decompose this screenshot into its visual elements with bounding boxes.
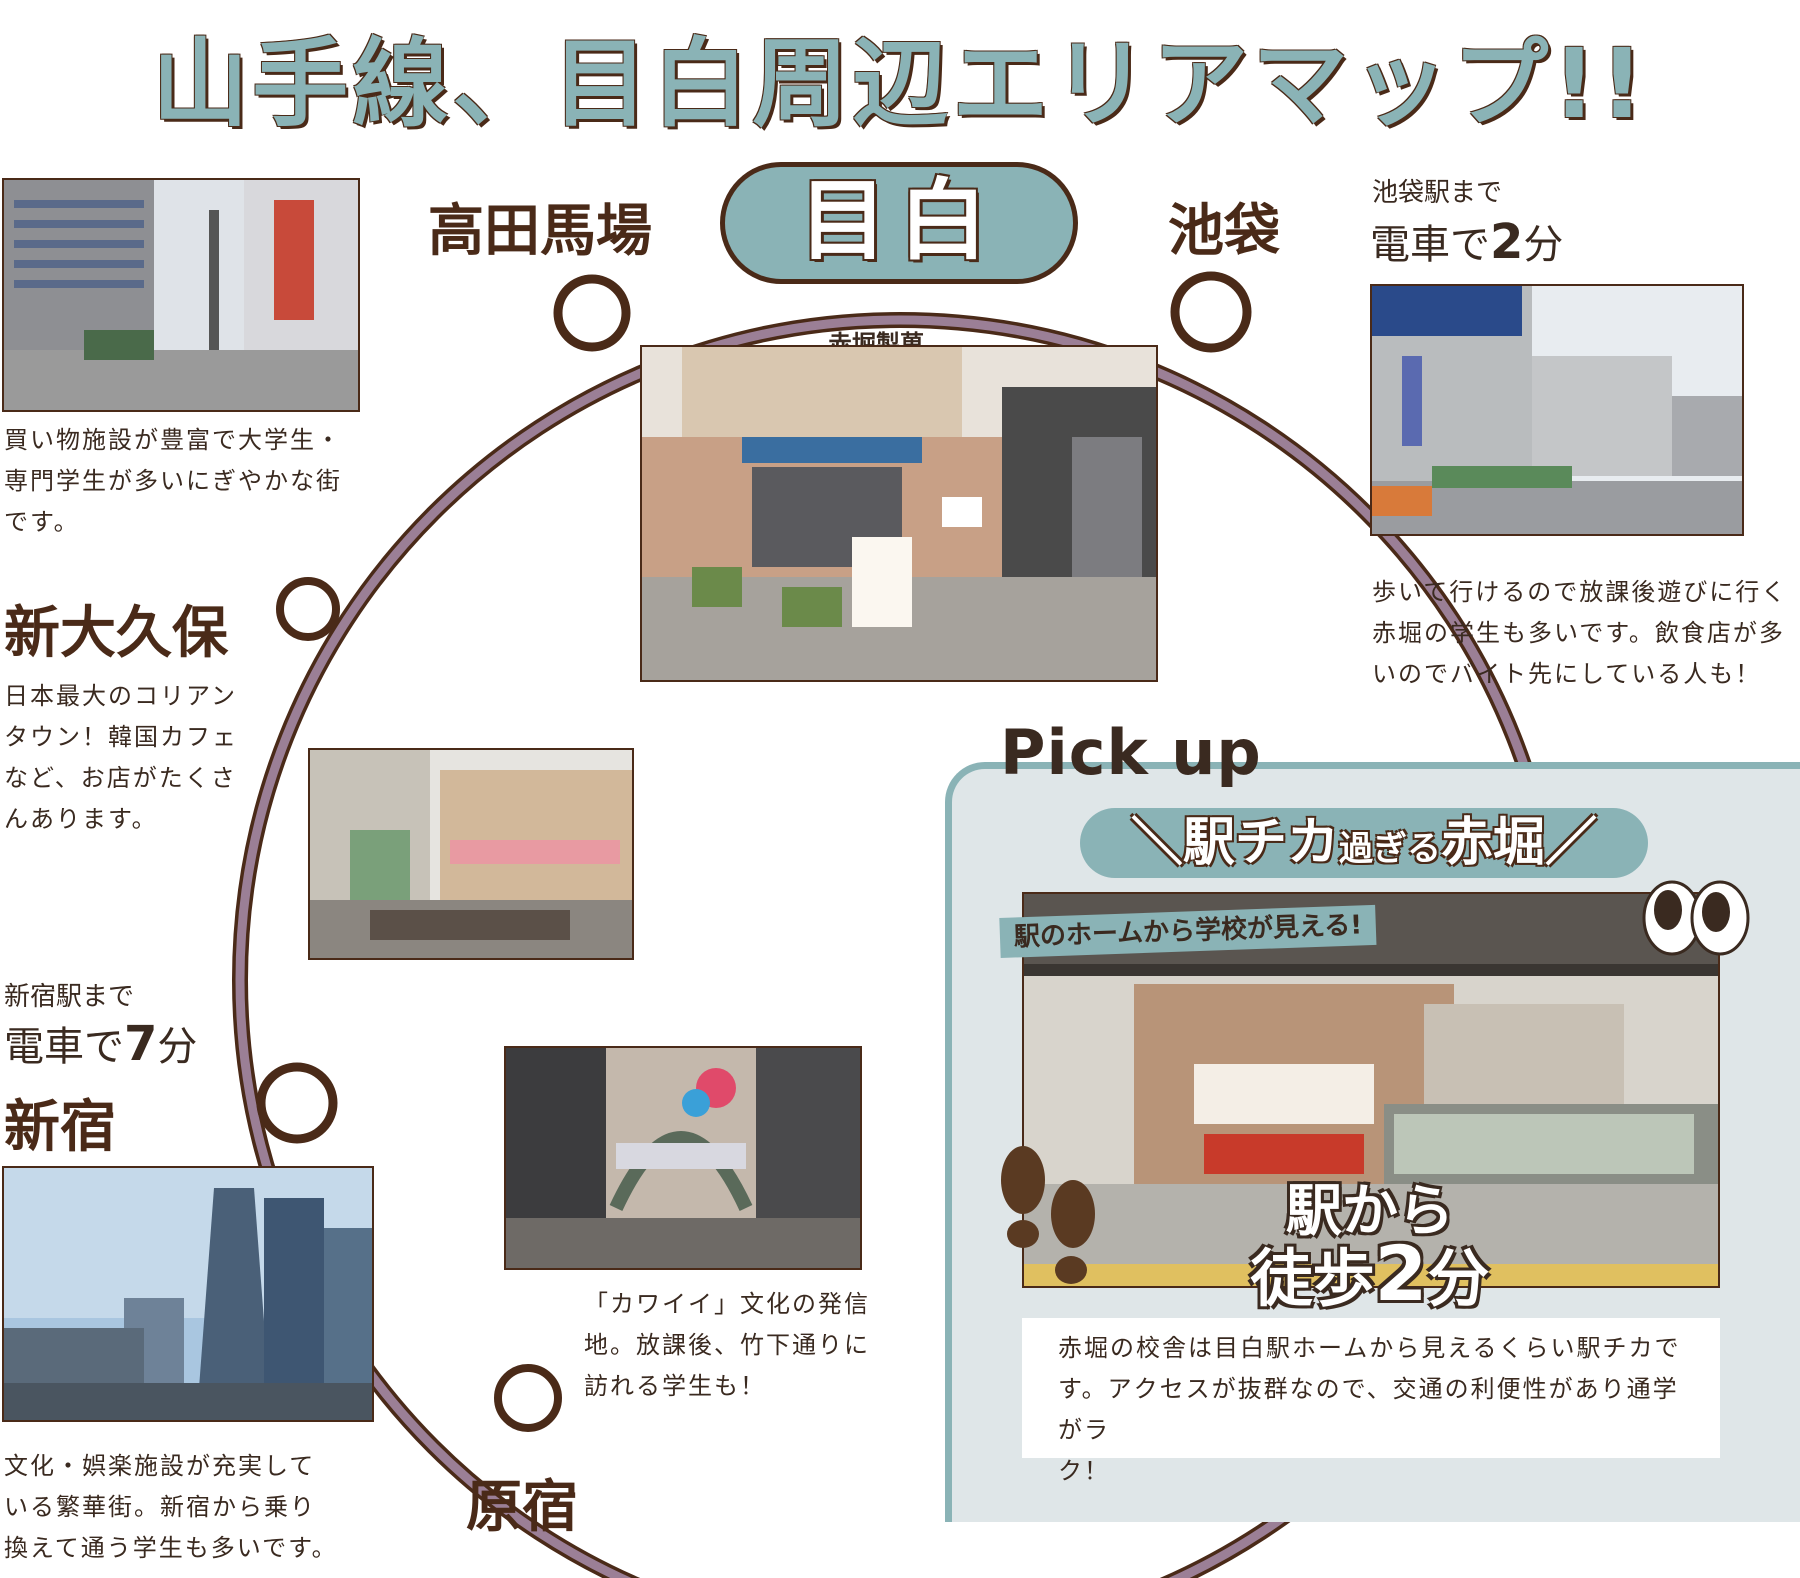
station-takadanobaba: 高田馬場: [428, 199, 652, 264]
ikebukuro-access-label: 池袋駅まで: [1372, 178, 1503, 208]
station-marker-shinokubo: [276, 577, 340, 641]
shinjuku-photo: [2, 1166, 374, 1422]
station-marker-ikebukuro: [1170, 271, 1252, 353]
walk-line1: 駅から: [1286, 1179, 1454, 1244]
akabori-building-photo: [640, 345, 1158, 682]
shinokubo-description: 日本最大のコリアン タウン！韓国カフェ など、お店がたくさ んあります。: [4, 682, 238, 833]
platform-photo: [1022, 892, 1720, 1288]
takadanobaba-description: 買い物施設が豊富で大学生・ 専門学生が多いにぎやかな街 です。: [4, 426, 342, 536]
ikebukuro-access-time: 電車で2分: [1370, 214, 1564, 270]
ikebukuro-description: 歩いて行けるので放課後遊びに行く 赤堀の学生も多いです。飲食店が多 いのでバイト…: [1372, 578, 1788, 688]
takadanobaba-photo: [2, 178, 360, 412]
station-marker-takadanobaba: [553, 274, 631, 352]
page-title: 山手線、目白周辺エリアマップ!!: [152, 28, 1648, 140]
harajuku-description: 「カワイイ」文化の発信 地。放課後、竹下通りに 訪れる学生も！: [584, 1290, 870, 1400]
harajuku-photo: [504, 1046, 862, 1270]
walk-line2: 徒歩2分: [1250, 1229, 1490, 1318]
ikebukuro-photo: [1370, 284, 1744, 536]
shinjuku-description: 文化・娯楽施設が充実して いる繁華街。新宿から乗り 換えて通う学生も多いです。: [4, 1452, 338, 1562]
station-marker-harajuku: [494, 1364, 562, 1432]
station-shinokubo: 新大久保: [4, 601, 228, 666]
shinokubo-photo: [308, 748, 634, 960]
station-ikebukuro: 池袋: [1168, 199, 1280, 264]
pickup-label: Pick up: [1000, 716, 1262, 789]
footprints-icon: [1001, 1146, 1095, 1284]
pickup-info-box: 赤堀の校舎は目白駅ホームから見えるくらい駅チカで す。アクセスが抜群なので、交通…: [1022, 1318, 1720, 1485]
eyes-icon: [1642, 880, 1750, 956]
pickup-tagline: ＼駅チカ過ぎる赤堀／: [1080, 808, 1648, 878]
station-mejiro-pill: 目白: [720, 162, 1078, 284]
shinjuku-access-label: 新宿駅まで: [4, 982, 135, 1012]
shinjuku-access-time: 電車で7分: [4, 1016, 198, 1072]
station-marker-shinjuku: [256, 1062, 338, 1144]
station-shinjuku: 新宿: [4, 1095, 116, 1160]
station-harajuku: 原宿: [466, 1475, 578, 1540]
